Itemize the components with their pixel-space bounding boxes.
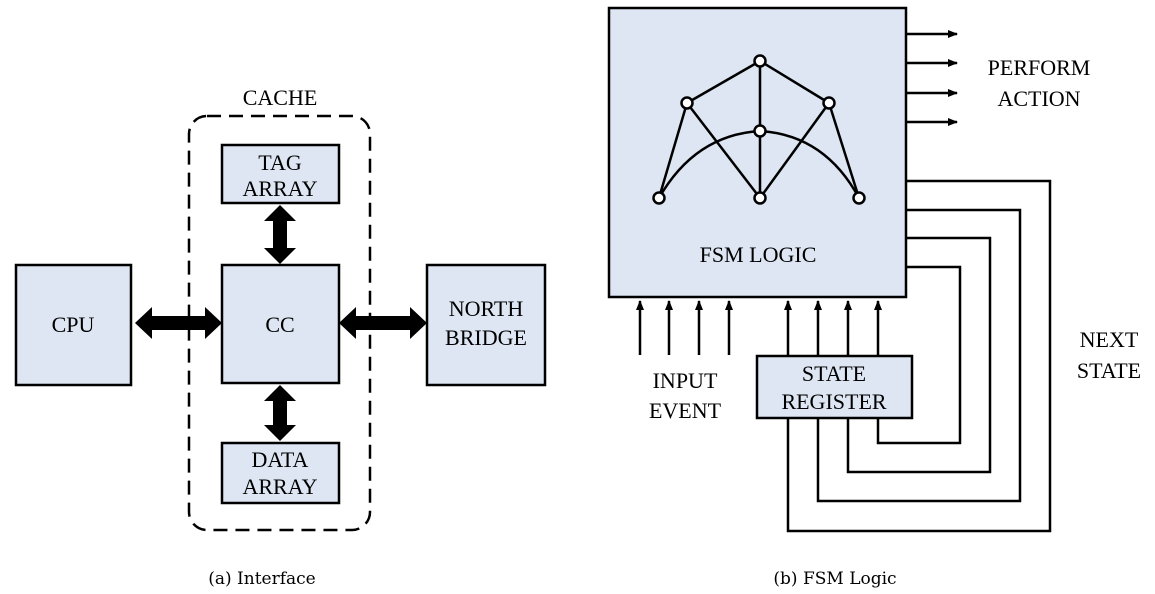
state-node-bottom-left	[652, 191, 666, 205]
state-node-top	[753, 54, 767, 68]
input-event-arrows	[636, 300, 733, 355]
next-state-label-line1: NEXT	[1080, 327, 1139, 352]
register-to-fsm-arrows	[784, 300, 882, 356]
north-bridge-label-line1: NORTH	[449, 296, 524, 321]
cache-label: CACHE	[243, 85, 318, 110]
cpu-box	[14, 263, 133, 387]
perform-action-label-line2: ACTION	[997, 86, 1080, 111]
panel-a: CACHE TAG ARRAY CC DATA ARRAY CPU NORTH …	[14, 85, 547, 589]
caption-b: (b) FSM Logic	[773, 569, 896, 589]
north-bridge-label-line2: BRIDGE	[445, 325, 527, 350]
caption-a: (a) Interface	[208, 569, 316, 589]
action-output-arrows	[906, 30, 958, 126]
state-graph	[652, 54, 866, 205]
tag-array-box	[220, 143, 341, 205]
next-state-label-line2: STATE	[1077, 358, 1141, 383]
perform-action-label-line1: PERFORM	[988, 55, 1091, 80]
tag-cc-arrow	[264, 205, 296, 264]
data-array-label-line2: ARRAY	[243, 474, 318, 499]
state-register-label-line2: REGISTER	[781, 389, 886, 414]
next-state-feedback-wires	[786, 179, 1052, 533]
panel-b: FSM LOGIC PERFORM ACTION INPUT EVENT STA…	[607, 6, 1141, 589]
tag-array-label-line2: ARRAY	[243, 176, 318, 201]
state-register-label-line1: STATE	[802, 361, 866, 386]
state-node-right	[822, 96, 836, 110]
north-bridge-box	[425, 263, 547, 387]
tag-array-label-line1: TAG	[258, 150, 302, 175]
cc-northbridge-arrow	[339, 307, 427, 339]
state-node-center	[753, 124, 767, 138]
data-array-box	[220, 441, 341, 505]
state-node-bottom-right	[852, 191, 866, 205]
fsm-logic-label: FSM LOGIC	[700, 242, 817, 267]
cc-label: CC	[265, 312, 294, 337]
cc-data-arrow	[264, 385, 296, 441]
input-event-label-line2: EVENT	[649, 398, 722, 423]
state-register-box	[755, 354, 914, 420]
cpu-label: CPU	[52, 312, 95, 337]
input-event-label-line1: INPUT	[653, 368, 718, 393]
data-array-label-line1: DATA	[252, 447, 309, 472]
state-node-left	[680, 96, 694, 110]
cc-box	[220, 263, 341, 385]
state-node-bottom-center	[753, 191, 767, 205]
cpu-cc-arrow	[135, 307, 222, 339]
